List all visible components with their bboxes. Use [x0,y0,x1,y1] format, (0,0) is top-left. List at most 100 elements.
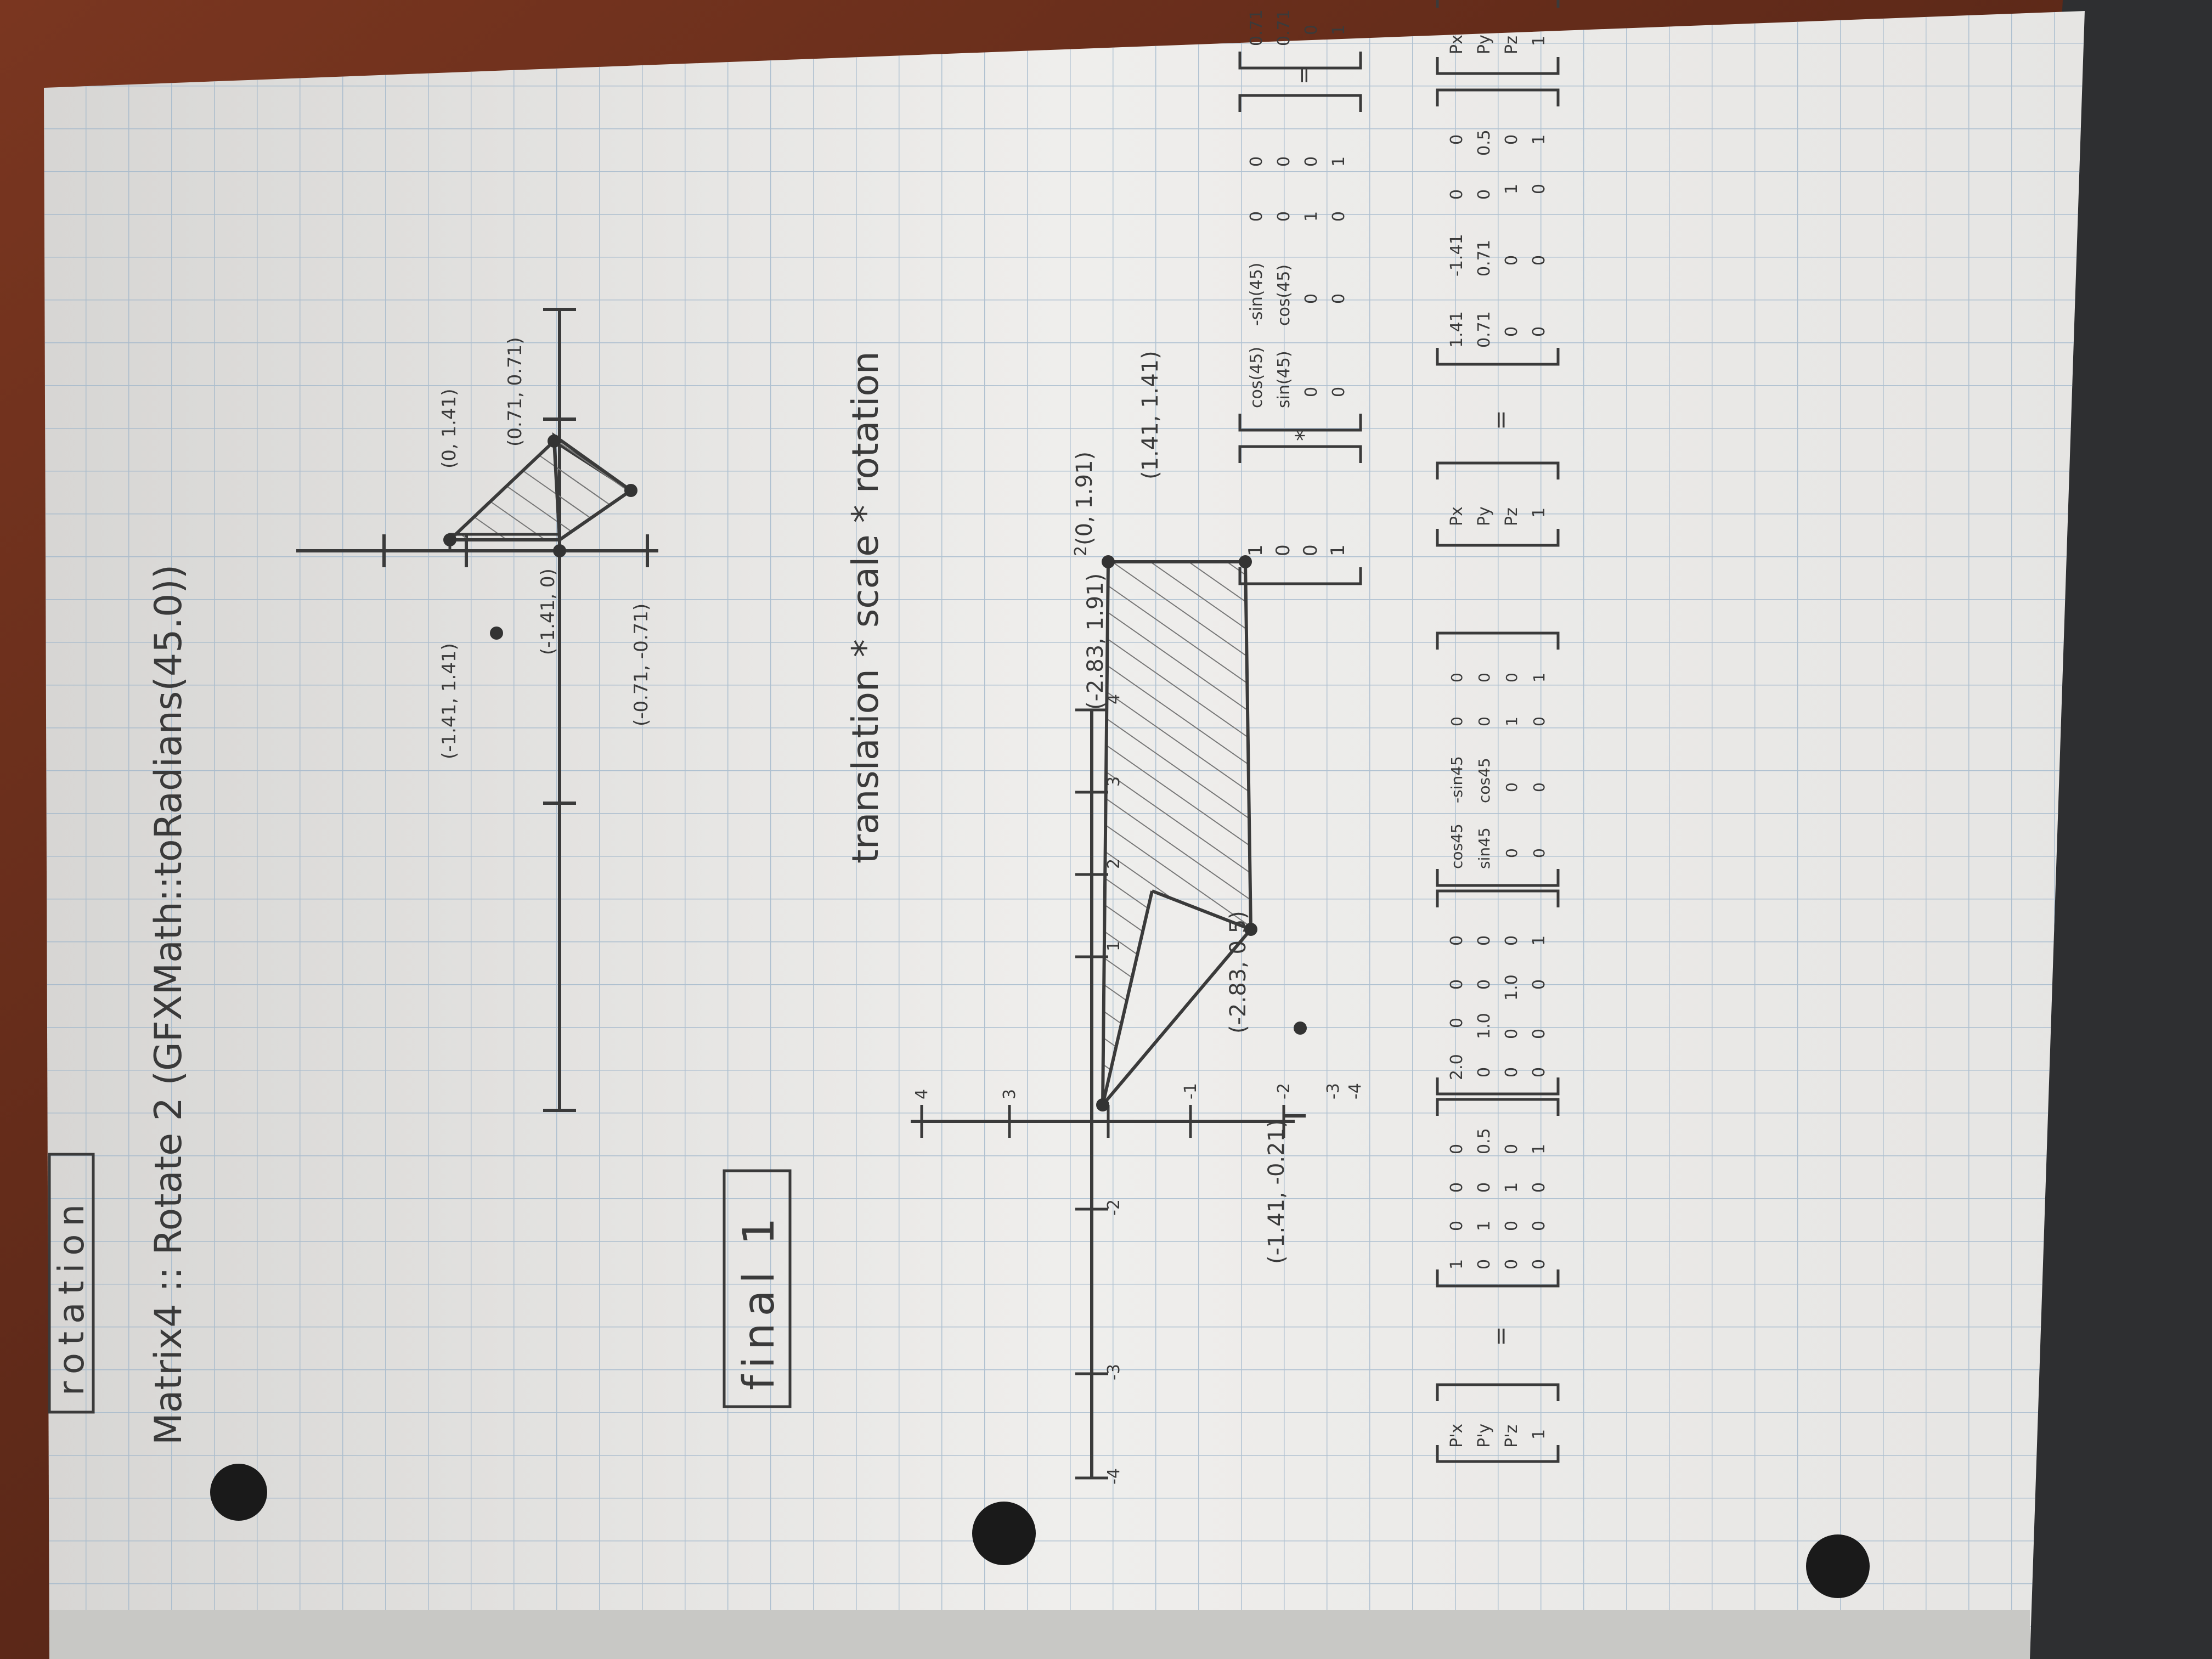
svg-text:1.0: 1.0 [1502,974,1521,1001]
svg-text:=: = [1487,410,1515,430]
page-grid [44,11,2085,1659]
svg-text:1: 1 [1502,1182,1521,1193]
svg-text:4: 4 [912,1089,932,1099]
svg-text:0: 0 [1274,211,1294,222]
svg-text:P'y: P'y [1475,1424,1494,1448]
final-box [723,1169,792,1408]
svg-text:0: 0 [1447,935,1466,946]
svg-text:4: 4 [1104,694,1124,704]
svg-text:1: 1 [1245,544,1267,556]
svg-text:0: 0 [1502,1067,1521,1077]
svg-text:2.0: 2.0 [1447,1054,1466,1080]
svg-text:0: 0 [1448,673,1466,682]
graph-1-point-label: (-1.41, 1.41) [438,643,460,759]
svg-text:0: 0 [1475,189,1494,200]
svg-text:-3: -3 [1324,1083,1343,1099]
graph-1-point-label: (0, 1.41) [438,389,460,469]
svg-text:2: 2 [1071,546,1091,556]
svg-text:-3: -3 [1104,1364,1124,1380]
svg-text:0: 0 [1530,716,1548,726]
svg-text:0: 0 [1302,294,1321,304]
svg-text:0: 0 [1530,1029,1549,1039]
svg-text:1: 1 [1530,1429,1549,1440]
svg-text:0: 0 [1329,294,1348,304]
svg-text:0: 0 [1329,211,1348,222]
graph-2 [911,710,1306,1478]
svg-text:0: 0 [1447,1182,1466,1193]
svg-text:0: 0 [1447,979,1466,990]
svg-text:3: 3 [1000,1089,1019,1099]
svg-text:0: 0 [1530,1221,1549,1231]
svg-text:0.71: 0.71 [1475,311,1494,348]
svg-text:0: 0 [1475,1067,1494,1077]
svg-text:0.5: 0.5 [1475,1128,1494,1154]
svg-text:0: 0 [1302,156,1321,167]
svg-text:-sin(45): -sin(45) [1247,263,1266,326]
svg-text:1: 1 [1329,156,1348,167]
svg-text:0: 0 [1300,544,1322,556]
svg-text:Pz: Pz [1502,36,1521,54]
svg-text:0.71: 0.71 [1247,9,1266,46]
svg-text:0: 0 [1447,1144,1466,1154]
svg-text:=: = [1487,1326,1515,1346]
svg-text:1.0: 1.0 [1475,1013,1494,1039]
svg-text:0: 0 [1530,1182,1549,1193]
graph-2-ticks [920,708,1285,1480]
graph-2-shapes [1096,555,1307,1111]
svg-text:1: 1 [1530,1144,1549,1154]
graph-2-point-label: (0, 1.91) [1072,452,1097,545]
svg-text:0.71: 0.71 [1475,240,1494,276]
svg-text:0: 0 [1302,25,1321,35]
svg-text:0: 0 [1530,782,1548,792]
svg-text:0: 0 [1530,184,1549,194]
svg-text:cos45: cos45 [1475,758,1493,803]
svg-text:1: 1 [1447,1259,1466,1269]
svg-text:0: 0 [1502,1259,1521,1269]
handwriting-layer: rotation Matrix4 :: Rotate 2 (GFXMath::t… [48,0,1560,1485]
svg-text:-4: -4 [1104,1468,1124,1485]
svg-text:1: 1 [1104,941,1124,951]
svg-text:0: 0 [1302,387,1321,397]
svg-text:0: 0 [1447,134,1466,145]
svg-text:0: 0 [1502,1029,1521,1039]
svg-text:0: 0 [1447,1018,1466,1028]
svg-text:1: 1 [1327,544,1349,556]
svg-text:0: 0 [1475,716,1493,726]
svg-text:0: 0 [1502,1221,1521,1231]
svg-text:1: 1 [1329,25,1348,35]
svg-text:1: 1 [1475,1221,1494,1231]
svg-text:0: 0 [1503,782,1521,792]
punch-hole [1806,1534,1870,1598]
svg-text:-2: -2 [1104,1199,1124,1216]
equation-1: 1 0 0 1 * cos(45) -sin(45) 0 0 sin(45) c… [1238,9,1362,585]
svg-text:Px: Px [1447,506,1466,526]
svg-text:-1: -1 [1181,1083,1200,1099]
svg-text:1: 1 [1530,673,1548,682]
svg-text:0: 0 [1530,1259,1549,1269]
svg-text:1: 1 [1530,134,1549,145]
svg-text:0: 0 [1503,673,1521,682]
svg-text:0: 0 [1272,544,1294,556]
graph-1-point-label: (-0.71, -0.71) [630,603,652,726]
svg-text:0: 0 [1502,935,1521,946]
svg-text:0: 0 [1247,211,1266,222]
svg-text:0: 0 [1447,189,1466,200]
svg-text:cos(45): cos(45) [1274,264,1294,326]
svg-text:0: 0 [1502,1144,1521,1154]
svg-text:0: 0 [1530,326,1549,337]
svg-text:0: 0 [1530,848,1548,858]
svg-text:0: 0 [1475,935,1494,946]
svg-text:0: 0 [1475,979,1494,990]
svg-text:Py: Py [1475,35,1494,54]
svg-text:0: 0 [1502,326,1521,337]
graph-2-point-label: (1.41, 1.41) [1138,351,1163,479]
svg-text:1: 1 [1502,184,1521,194]
page-title: Matrix4 :: Rotate 2 (GFXMath::toRadians(… [147,565,190,1445]
svg-text:P'z: P'z [1502,1425,1521,1448]
svg-text:0: 0 [1247,156,1266,167]
graph-2-point-label: (-2.83, 0.5) [1226,911,1251,1034]
svg-text:cos45: cos45 [1448,823,1466,869]
svg-text:1: 1 [1530,935,1549,946]
graph-2-tick-labels: -4 -3 -2 1 2 3 4 4 3 2 -1 -2 -3 -4 [912,546,1365,1485]
